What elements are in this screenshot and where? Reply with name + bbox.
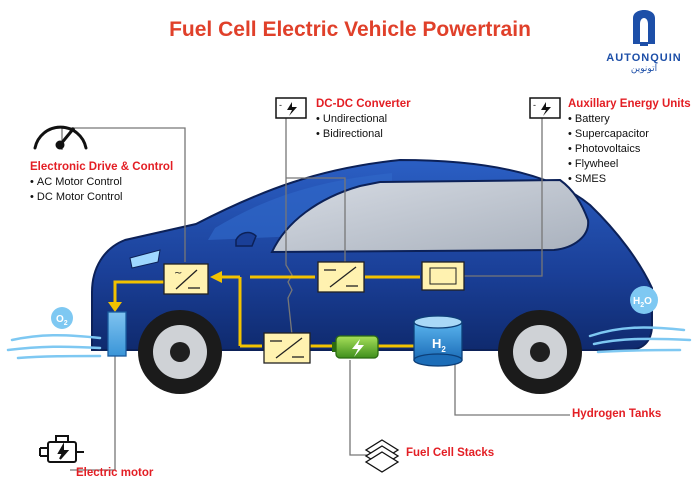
electronic-drive-label: Electronic Drive & Control AC Motor Cont… xyxy=(30,160,173,205)
o2-bubble: O2 xyxy=(51,307,73,329)
electronic-drive-item: AC Motor Control xyxy=(30,175,173,190)
aux-item: Battery xyxy=(568,112,691,127)
fuel-cell-layers-icon xyxy=(364,439,400,473)
svg-text:-: - xyxy=(279,100,282,110)
svg-text:~: ~ xyxy=(174,268,182,279)
autonquin-logo-mark xyxy=(633,10,655,46)
aux-item: Supercapacitor xyxy=(568,127,691,142)
dcdc-converter-box xyxy=(317,261,365,293)
h2o-bubble: H2O xyxy=(630,286,658,314)
headlight xyxy=(129,249,161,269)
auxiliary-energy-label: Auxillary Energy Units Battery Supercapa… xyxy=(568,97,691,187)
page-title: Fuel Cell Electric Vehicle Powertrain xyxy=(169,18,531,41)
svg-text:-: - xyxy=(533,100,536,110)
dcdc-item: Undirectional xyxy=(316,112,411,127)
electric-motor-label: Electric motor xyxy=(76,467,154,479)
speedometer-icon xyxy=(33,125,88,150)
aux-item: SMES xyxy=(568,172,691,187)
drive-control-box: ~ xyxy=(163,263,209,295)
battery-schematic-icon: - xyxy=(529,97,561,119)
electronic-drive-item: DC Motor Control xyxy=(30,190,173,205)
electronic-drive-title: Electronic Drive & Control xyxy=(30,161,174,173)
hydrogen-tank: H2 xyxy=(413,315,463,367)
aux-item: Flywheel xyxy=(568,157,691,172)
dcdc-item: Bidirectional xyxy=(316,127,411,142)
engine-icon xyxy=(39,435,84,463)
callout-lines xyxy=(61,112,570,471)
window xyxy=(270,178,590,254)
fuel-cell-stack-battery-icon xyxy=(332,335,379,359)
aux-item: Photovoltaics xyxy=(568,142,691,157)
rear-wheel xyxy=(498,310,582,394)
fuel-cell-module xyxy=(107,311,127,357)
side-mirror xyxy=(235,231,257,247)
dcdc-converter-label: DC-DC Converter Undirectional Bidirectio… xyxy=(316,97,411,142)
svg-text:H2: H2 xyxy=(432,336,446,354)
hydrogen-tanks-label: Hydrogen Tanks xyxy=(572,408,662,420)
logo-name: AUTONQUIN xyxy=(606,52,682,64)
flow-arrowheads xyxy=(108,271,222,312)
air-intake-stream xyxy=(6,333,102,360)
water-exhaust-stream xyxy=(588,326,692,354)
dcdc-converter-title: DC-DC Converter xyxy=(316,98,411,110)
fuel-cell-stacks-label: Fuel Cell Stacks xyxy=(406,447,495,459)
front-wheel xyxy=(138,310,222,394)
fuel-cell-converter-box xyxy=(263,332,311,364)
energy-flow xyxy=(113,275,420,348)
autonquin-logo: AUTONQUIN اتونوين xyxy=(596,14,692,74)
svg-text:H2O: H2O xyxy=(633,296,652,309)
svg-text:O2: O2 xyxy=(56,314,68,327)
logo-subtitle: اتونوين xyxy=(630,64,658,74)
dcdc-schematic-icon: - xyxy=(275,97,307,119)
auxiliary-unit-box xyxy=(421,261,465,291)
auxiliary-energy-title: Auxillary Energy Units xyxy=(568,98,691,110)
